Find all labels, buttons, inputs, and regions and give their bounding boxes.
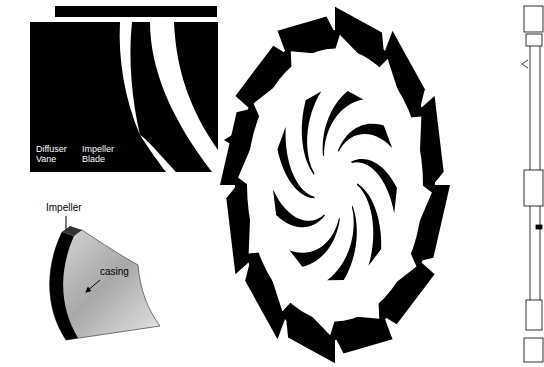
inner-space — [247, 49, 423, 322]
section-view — [522, 6, 543, 362]
diffuser-notch — [249, 215, 260, 254]
impeller-blade — [357, 183, 381, 266]
hub — [315, 154, 355, 216]
ring-tooth — [335, 317, 393, 354]
ring-tooth — [278, 17, 336, 54]
outer-ring — [235, 30, 435, 340]
diffuser-notch — [335, 35, 361, 56]
impeller-blade — [323, 91, 364, 156]
diffuser-notch — [271, 277, 291, 312]
part-label: Impeller — [46, 202, 106, 214]
diffuser-notch — [379, 59, 399, 94]
diffuser-notch — [394, 252, 416, 284]
diffuser-notch — [291, 51, 316, 68]
blade-inset — [30, 6, 218, 172]
impeller-blade — [351, 159, 397, 214]
impeller-blade — [302, 91, 322, 175]
part-label: Impeller Blade — [82, 144, 128, 165]
diffuser-notch — [254, 86, 276, 118]
diffuser-notch — [309, 314, 335, 335]
impeller-wheel — [220, 7, 450, 364]
ring-tooth — [226, 185, 250, 274]
part-label: casing — [100, 266, 150, 278]
impeller-blade — [338, 124, 392, 152]
diffuser-notch — [354, 302, 379, 319]
diffuser-notch — [238, 145, 252, 185]
diffuser-notch — [410, 116, 421, 155]
sector-view — [50, 216, 160, 340]
diffuser-notch — [418, 185, 432, 225]
ring-tooth — [420, 96, 444, 185]
part-label: Diffuser Vane — [36, 144, 78, 165]
